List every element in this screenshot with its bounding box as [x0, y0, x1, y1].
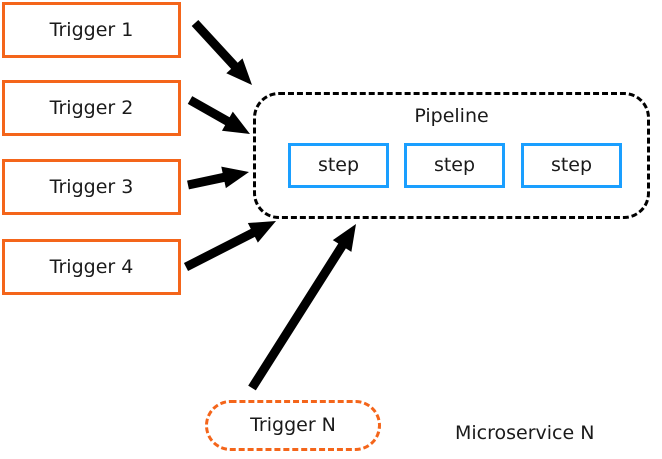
trigger-n-label: Trigger N	[250, 414, 336, 436]
trigger-3-to-pipeline	[187, 166, 249, 190]
trigger-n-to-pipeline	[248, 224, 356, 391]
pipeline-container[interactable]	[253, 92, 650, 219]
pipeline-step-1[interactable]: step	[288, 143, 389, 188]
trigger-2-to-pipeline	[187, 96, 250, 134]
microservice-caption: Microservice N	[455, 422, 595, 444]
trigger-1-to-pipeline	[191, 19, 252, 86]
pipeline-title: Pipeline	[414, 105, 489, 127]
trigger-box-4[interactable]: Trigger 4	[2, 239, 181, 295]
pipeline-step-2-label: step	[433, 154, 476, 176]
pipeline-step-1-label: step	[317, 154, 360, 176]
pipeline-step-3-label: step	[550, 154, 593, 176]
trigger-box-2[interactable]: Trigger 2	[2, 80, 181, 136]
trigger-box-2-label: Trigger 2	[49, 96, 134, 119]
trigger-n-box[interactable]: Trigger N	[205, 400, 381, 451]
trigger-box-4-label: Trigger 4	[49, 255, 134, 278]
trigger-box-3[interactable]: Trigger 3	[2, 159, 181, 215]
pipeline-step-2[interactable]: step	[404, 143, 505, 188]
pipeline-step-3[interactable]: step	[521, 143, 622, 188]
trigger-box-1[interactable]: Trigger 1	[2, 2, 181, 58]
trigger-box-3-label: Trigger 3	[49, 175, 134, 198]
trigger-4-to-pipeline	[183, 221, 276, 272]
trigger-box-1-label: Trigger 1	[49, 18, 134, 41]
